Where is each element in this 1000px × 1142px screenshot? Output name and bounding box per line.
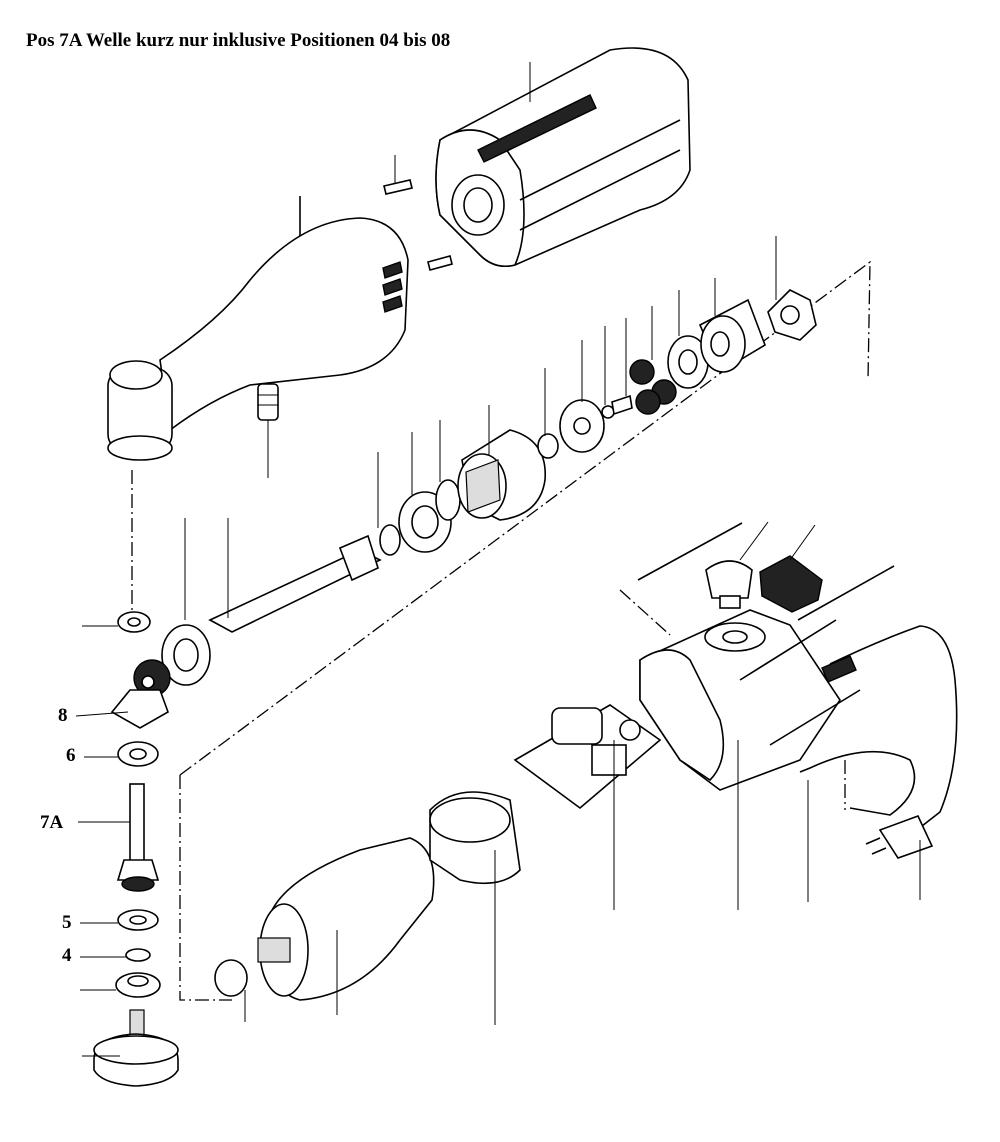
speed-knob bbox=[705, 521, 769, 609]
cord-clamp bbox=[799, 750, 916, 902]
position-label-4: 4 bbox=[62, 945, 72, 966]
electronics-board bbox=[513, 704, 662, 910]
handle-housing bbox=[637, 522, 895, 910]
position-label-5: 5 bbox=[62, 912, 72, 933]
middle-bearing-group bbox=[377, 420, 461, 556]
stator-field bbox=[457, 405, 546, 521]
flange-and-rings bbox=[537, 318, 633, 459]
position-label-6: 6 bbox=[66, 745, 76, 766]
planetary-gears bbox=[629, 236, 817, 415]
position-label-7a: 7A bbox=[40, 812, 64, 833]
power-cord-with-plug bbox=[821, 625, 958, 900]
gear-housing-screw bbox=[257, 383, 279, 478]
armature-shaft-assembly bbox=[161, 518, 382, 686]
position-label-8: 8 bbox=[58, 705, 68, 726]
motor-armature bbox=[214, 837, 435, 1022]
switch-module bbox=[759, 524, 823, 613]
gear-head-housing bbox=[107, 217, 409, 478]
motor-housing-cover bbox=[435, 47, 691, 268]
assembly-center-lines bbox=[131, 260, 871, 1001]
diagram-title: Pos 7A Welle kurz nur inklusive Position… bbox=[26, 30, 451, 51]
brush-holder-ring bbox=[429, 791, 521, 1025]
spindle-parts-stack bbox=[75, 611, 179, 1087]
